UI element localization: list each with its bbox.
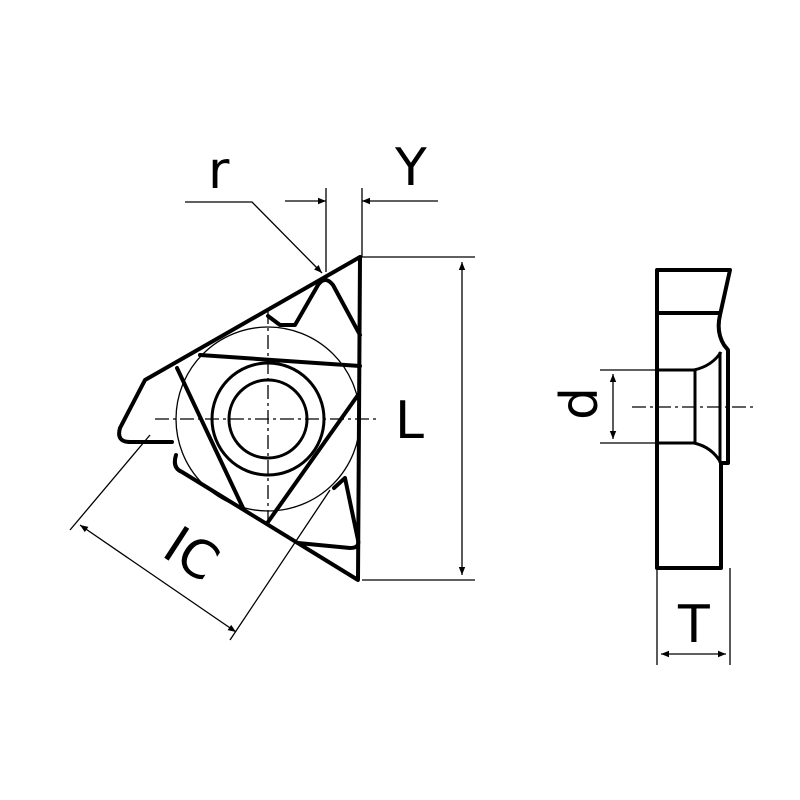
top-tooth: [266, 278, 362, 337]
hole-profile: [657, 351, 723, 464]
label-l: L: [395, 391, 424, 451]
inner-edge-right: [266, 393, 360, 524]
dimensions-front: r Y L IC: [69, 138, 475, 641]
dimensions-side: d T: [550, 369, 731, 665]
inner-edge-top: [198, 353, 362, 368]
label-d: d: [550, 387, 610, 420]
label-r: r: [208, 141, 230, 201]
side-view: [632, 268, 755, 570]
bottom-tooth: [296, 476, 361, 550]
label-t: T: [677, 595, 710, 655]
insert-outline: [117, 255, 362, 582]
inner-edge-left: [175, 366, 245, 510]
label-y: Y: [394, 138, 427, 198]
front-view: [117, 255, 380, 582]
